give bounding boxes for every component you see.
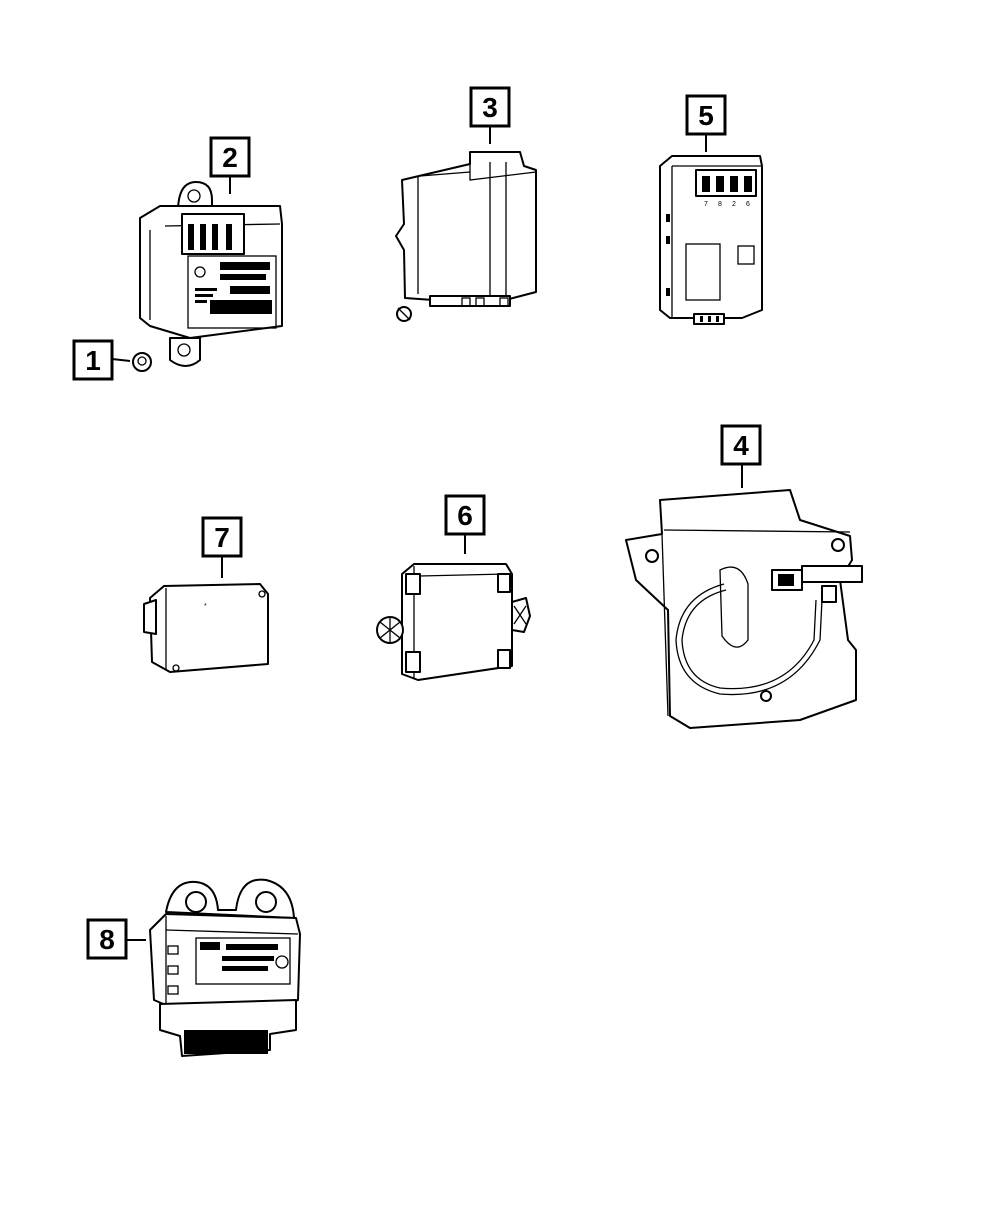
callout-number: 6 [457, 500, 473, 531]
part-8-module [149, 878, 301, 1057]
callout-1: 1 [72, 339, 114, 381]
callout-number: 8 [99, 924, 115, 955]
leader-1 [111, 358, 131, 362]
callout-number: 4 [733, 430, 749, 461]
svg-text:*: * [204, 603, 207, 610]
part-5-pin-label: 8 [718, 201, 722, 208]
callout-number: 7 [214, 522, 230, 553]
leader-lines [111, 126, 743, 941]
part-3-module [395, 151, 537, 322]
part-1-nut [132, 352, 152, 372]
callout-4: 4 [720, 424, 762, 466]
part-2-module [139, 181, 283, 367]
callout-8: 8 [86, 918, 128, 960]
callout-2: 2 [209, 136, 251, 178]
part-6-module [376, 563, 531, 681]
callout-7: 7 [201, 516, 243, 558]
part-5-pin-label: 7 [704, 201, 708, 208]
callout-6: 6 [444, 494, 486, 536]
part-5-module: 7 8 2 6 [659, 155, 763, 325]
callout-5: 5 [685, 94, 727, 136]
part-5-pin-label: 2 [732, 201, 736, 208]
callout-3: 3 [469, 86, 511, 128]
callout-number: 3 [482, 92, 498, 123]
part-5-pin-label: 6 [746, 201, 750, 208]
callout-number: 5 [698, 100, 714, 131]
part-4-bracket [625, 489, 863, 729]
part-7-module: * [143, 583, 269, 673]
callout-number: 1 [85, 345, 101, 376]
callout-number: 2 [222, 142, 238, 173]
